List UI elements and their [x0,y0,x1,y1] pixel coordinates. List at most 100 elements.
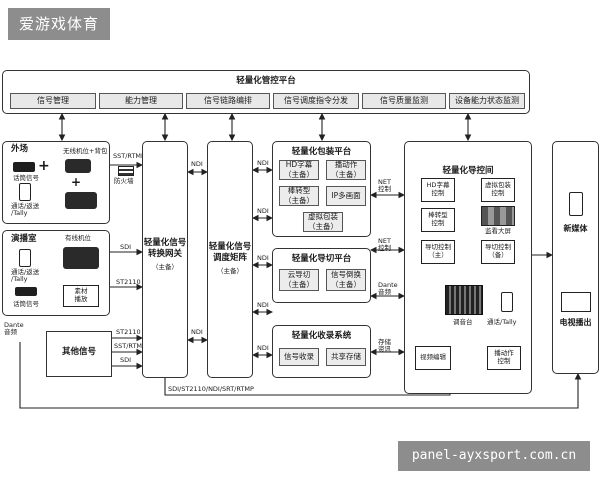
director-title: 轻量化导控间 [442,166,494,176]
screen-animation-control[interactable]: 播动作 控制 [487,346,521,370]
mgmt-capability[interactable]: 能力管理 [99,93,183,109]
screen-switch-control-backup[interactable]: 导切控制 （备） [481,240,515,264]
label-ndi-1: NDI [191,160,203,168]
watermark: 爱游戏体育 [8,8,110,40]
field-tieback: 话筒信号 [13,174,39,182]
label-sst-rtmp-2: SST/RTMP [114,342,146,350]
screen-video-edit[interactable]: 视频编辑 [415,346,451,370]
label-dante-audio-left: Dante 音频 [4,321,24,337]
packaging-platform: 轻量化包装平台 HD字幕 （主备） 播动作 （主备） 棒转型 （主备） IP多画… [272,141,371,237]
screen-converter-control-label: 棒转型 控制 [428,211,448,227]
label-ndi-7: NDI [257,344,269,352]
screen-converter-control[interactable]: 棒转型 控制 [421,208,455,232]
packaging-title: 轻量化包装平台 [291,147,352,157]
camera-icon [65,159,91,173]
screen-virtual-pack-control-label: 虚拟包装 控制 [485,181,511,197]
tv-broadcast-label: 电视播出 [559,318,592,327]
camera-icon [63,247,99,269]
screen-virtual-pack-control[interactable]: 虚拟包装 控制 [481,178,515,202]
module-shared-storage-label: 共享存储 [331,352,361,362]
screen-switch-control-main-label: 导切控制 （主） [425,243,451,259]
module-multiview-label: IP多画面 [331,191,361,201]
module-virtual-pack[interactable]: 虚拟包装 （主备） [303,212,343,232]
module-shared-storage[interactable]: 共享存储 [326,348,366,366]
phone-icon [501,292,513,312]
screen-switch-control-main[interactable]: 导切控制 （主） [421,240,455,264]
label-net-control-1: NET 控制 [378,178,391,194]
recording-system: 轻量化收录系统 信号收录 共享存储 [272,325,371,378]
phone-icon [19,183,31,201]
module-signal-failover[interactable]: 信号倒换 （主备） [326,269,366,291]
label-st2110-2: ST2110 [116,328,141,336]
module-animation[interactable]: 播动作 （主备） [326,160,366,180]
plus-icon: + [38,158,50,174]
new-media-label: 新媒体 [563,224,588,233]
module-virtual-pack-label: 虚拟包装 （主备） [308,212,338,231]
mic-icon [13,162,35,172]
signal-gateway[interactable]: 轻量化信号 转换网关 （主备） [142,141,188,378]
screen-hd-subtitle-control[interactable]: HD字幕 控制 [421,178,455,202]
module-converter[interactable]: 棒转型 （主备） [279,186,319,206]
matrix-title: 轻量化信号 调度矩阵 [208,242,252,264]
outputs-box: 新媒体 电视播出 [552,141,599,374]
mgmt-dispatch[interactable]: 信号调度指令分发 [273,93,359,109]
module-animation-label: 播动作 （主备） [331,160,361,179]
field-wireless-label: 无线机位+背包 [63,147,108,155]
label-storage-info: 存储 资讯 [378,338,391,354]
mgmt-link[interactable]: 信号链路编排 [186,93,270,109]
module-signal-record-label: 信号收录 [284,352,314,362]
studio-camera-label: 有线机位 [65,234,91,242]
monitor-wall [481,206,515,226]
field-tally: 通话/返送 /Tally [11,202,40,218]
phone-icon [19,249,31,267]
label-firewall: 防火墙 [114,177,134,185]
label-sdi: SDI [120,243,132,251]
dispatch-matrix[interactable]: 轻量化信号 调度矩阵 （主备） [207,141,253,378]
control-platform-title: 轻量化管控平台 [236,76,296,86]
director-room: 轻量化导控间 HD字幕 控制 虚拟包装 控制 棒转型 控制 监看大屏 导切控制 … [404,141,532,394]
mixer-console-icon [445,285,483,315]
label-ndi-3: NDI [257,159,269,167]
mgmt-device-status[interactable]: 设备能力状态监测 [449,93,525,109]
tally-label: 通话/Tally [487,318,517,326]
label-st2110: ST2110 [116,278,141,286]
console-label: 调音台 [453,318,473,326]
module-hd-subtitle[interactable]: HD字幕 （主备） [279,160,319,180]
studio-title: 演播室 [11,234,37,244]
field-title: 外场 [11,144,29,154]
screen-animation-control-label: 播动作 控制 [494,349,514,365]
studio-tieback: 话筒信号 [13,300,39,308]
label-net-control-2: NET 控制 [378,237,391,253]
label-ndi-2: NDI [191,328,203,336]
screen-switch-control-backup-label: 导切控制 （备） [485,243,511,259]
gateway-title: 轻量化信号 转换网关 [143,238,187,260]
label-ndi-6: NDI [257,301,269,309]
material-playback[interactable]: 素材 播放 [63,285,99,307]
screen-hd-subtitle-control-label: HD字幕 控制 [426,181,450,197]
watermark-url: panel-ayxsport.com.cn [398,441,590,471]
field-box: 外场 + 无线机位+背包 话筒信号 + 通话/返送 /Tally [2,141,110,224]
studio-box: 演播室 有线机位 通话/返送 /Tally 话筒信号 素材 播放 [2,230,110,316]
mic-icon [15,287,37,296]
label-sdi-2: SDI [120,356,132,364]
switching-title: 轻量化导切平台 [291,254,352,264]
module-multiview[interactable]: IP多画面 [326,186,366,206]
mobile-icon [569,192,583,216]
studio-tally: 通话/返送 /Tally [11,268,40,284]
label-sst-rtmp: SST/RTMP [113,152,145,160]
firewall-icon [118,166,134,176]
module-signal-failover-label: 信号倒换 （主备） [331,270,361,289]
label-ndi-5: NDI [257,254,269,262]
module-cloud-switch[interactable]: 云导切 （主备） [279,269,319,291]
tv-icon [561,292,591,312]
plus-icon: + [71,175,82,189]
switching-platform: 轻量化导切平台 云导切 （主备） 信号倒换 （主备） [272,248,371,303]
material-playback-label: 素材 播放 [74,287,88,303]
module-signal-record[interactable]: 信号收录 [279,348,319,366]
mgmt-signal[interactable]: 信号管理 [10,93,96,109]
label-ndi-4: NDI [257,207,269,215]
mgmt-quality[interactable]: 信号质量监测 [362,93,446,109]
camera-icon [65,192,97,209]
label-bottom-bus: SDI/ST2110/NDI/SRT/RTMP [168,385,254,393]
